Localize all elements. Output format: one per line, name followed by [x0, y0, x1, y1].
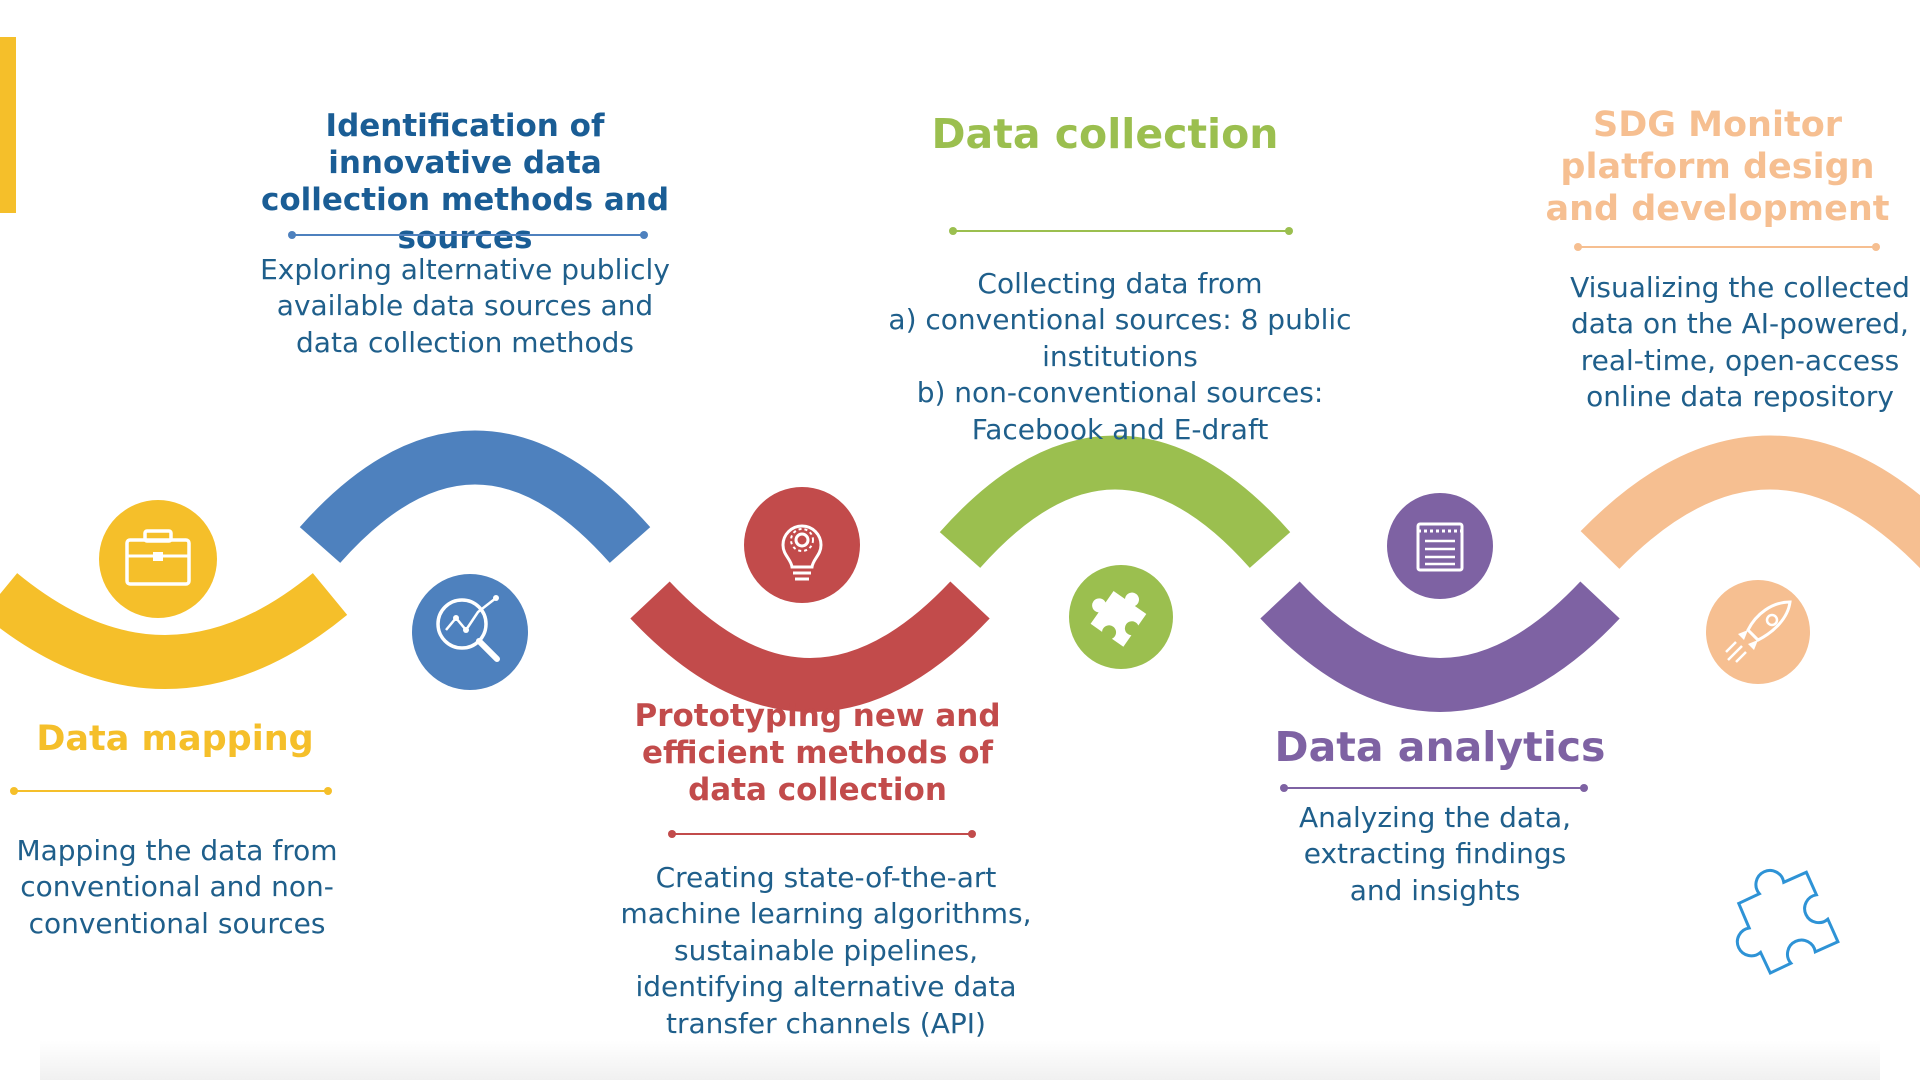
accent-bar: [0, 37, 16, 213]
stage-6-divider: [1574, 243, 1880, 251]
stage-3-title: Prototyping new and efficient methods of…: [634, 698, 1001, 809]
stage-1-title: Data mapping: [36, 719, 314, 759]
notepad-icon: [1387, 493, 1493, 599]
stage-4-title: Data collection: [931, 110, 1279, 158]
stage-5-description: Analyzing the data, extracting findings …: [1298, 801, 1572, 907]
rocket-icon: [1706, 580, 1810, 684]
stage-1-description: Mapping the data from conventional and n…: [16, 834, 338, 940]
arc-identification: [299, 430, 651, 564]
stage-3-divider: [668, 830, 976, 838]
stage-1-divider: [10, 787, 332, 795]
stage-3-description: Creating state-of-the-art machine learni…: [620, 861, 1032, 1040]
stage-5-divider: [1280, 784, 1588, 792]
arc-data-collection: [939, 435, 1291, 569]
stage-4-divider: [949, 227, 1293, 235]
stage-6-title: SDG Monitor platform design and developm…: [1545, 105, 1890, 229]
stage-6-description: Visualizing the collected data on the AI…: [1570, 271, 1910, 414]
lightbulb-gear-icon: [744, 487, 860, 603]
stage-2-divider: [288, 231, 648, 239]
briefcase-icon: [99, 500, 217, 618]
arc-data-mapping: [0, 573, 348, 689]
stage-2-description: Exploring alternative publicly available…: [260, 253, 670, 359]
bottom-shadow: [40, 1040, 1880, 1080]
magnifier-chart-icon: [412, 574, 528, 690]
stage-2-title: Identification of innovative data collec…: [260, 108, 670, 256]
puzzle-piece-icon: [1069, 565, 1173, 669]
stage-5-title: Data analytics: [1274, 723, 1606, 771]
arc-platform: [1580, 435, 1920, 569]
arc-prototyping: [630, 581, 990, 712]
puzzle-outline-icon: [1735, 869, 1840, 975]
stage-4-description: Collecting data from a) conventional sou…: [888, 267, 1352, 446]
arc-data-analytics: [1260, 581, 1620, 712]
